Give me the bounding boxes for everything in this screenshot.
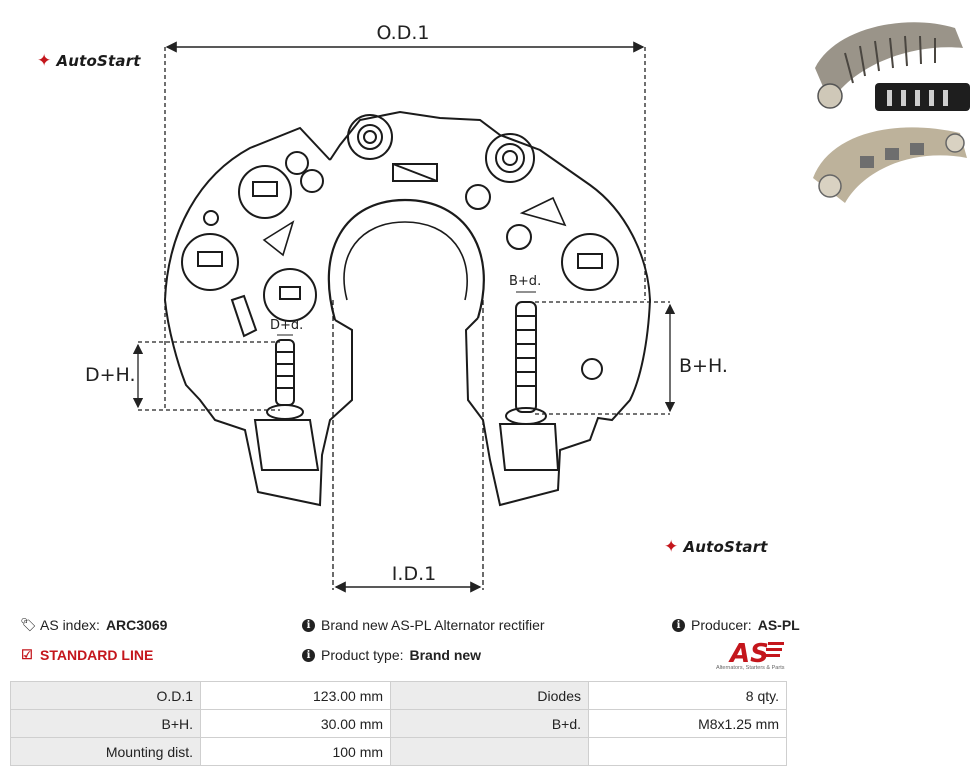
as-pl-logo-graphic: AS: [728, 639, 784, 669]
spec-value-cell: 30.00 mm: [200, 709, 392, 738]
as-logo-text: AS: [728, 639, 769, 666]
info-icon: i: [302, 618, 315, 632]
producer-row: i Producer: AS-PL: [672, 617, 800, 633]
id-label: I.D.1: [392, 563, 436, 585]
bh-dimension: B+H.: [535, 301, 728, 415]
bh-label: B+H.: [679, 355, 728, 377]
standard-line-label: STANDARD LINE: [40, 647, 154, 663]
as-pl-logo: AS Alternators, Starters & Parts: [716, 638, 792, 674]
info-icon: i: [302, 648, 315, 662]
spec-value-cell: [588, 737, 787, 766]
product-type-value: Brand new: [409, 647, 482, 663]
producer-label: Producer:: [691, 617, 752, 633]
info-icon: i: [672, 618, 685, 632]
spec-label-cell: [390, 737, 590, 766]
product-type-row: i Product type: Brand new: [302, 647, 481, 663]
id-dimension: I.D.1: [334, 563, 482, 593]
spec-label-cell: Diodes: [390, 681, 590, 710]
spec-label-cell: Mounting dist.: [9, 737, 202, 766]
od-dimension: O.D.1: [164, 22, 646, 410]
table-row: Mounting dist.100 mm: [9, 737, 787, 766]
dd-label: D+d.: [270, 318, 303, 333]
as-index-label: AS index:: [40, 617, 100, 633]
spec-value-cell: 100 mm: [200, 737, 392, 766]
spec-label-cell: B+d.: [390, 709, 590, 738]
bd-dimension: B+d.: [509, 274, 541, 293]
product-photos: [813, 22, 970, 203]
rectifier-technical-drawing: O.D.1: [85, 22, 728, 593]
spec-label-cell: O.D.1: [9, 681, 202, 710]
description-text: Brand new AS-PL Alternator rectifier: [321, 617, 545, 633]
as-index-row: 🏷 AS index: ARC3069: [20, 617, 167, 633]
product-type-label: Product type:: [321, 647, 404, 663]
description-row: i Brand new AS-PL Alternator rectifier: [302, 617, 545, 633]
rectifier-body: [163, 110, 652, 590]
autostart-mark-icon: ✦: [664, 537, 679, 557]
bd-label: B+d.: [509, 274, 541, 289]
rectifier-bottom-view: [813, 127, 967, 203]
line-row: ☑ STANDARD LINE: [20, 647, 153, 663]
spec-label-cell: B+H.: [9, 709, 202, 738]
spec-value-cell: 123.00 mm: [200, 681, 392, 710]
autostart-logo-text: AutoStart: [56, 52, 141, 70]
dh-dimension: D+H.: [85, 341, 280, 411]
od-label: O.D.1: [377, 22, 430, 44]
autostart-logo-top: ✦ AutoStart: [37, 51, 141, 71]
rectifier-top-view: [815, 22, 970, 111]
producer-value: AS-PL: [757, 617, 800, 633]
as-logo-tagline: Alternators, Starters & Parts: [716, 665, 785, 671]
checkbox-icon: ☑: [21, 647, 33, 662]
spec-value-cell: M8x1.25 mm: [588, 709, 787, 738]
tag-icon: 🏷: [20, 617, 37, 632]
autostart-mark-icon: ✦: [37, 51, 52, 71]
as-index-value: ARC3069: [105, 617, 168, 633]
dd-dimension: D+d.: [270, 318, 303, 336]
spec-value-cell: 8 qty.: [588, 681, 787, 710]
dh-label: D+H.: [85, 364, 136, 386]
autostart-logo-text: AutoStart: [683, 538, 768, 556]
autostart-logo-bottom: ✦ AutoStart: [664, 537, 768, 557]
